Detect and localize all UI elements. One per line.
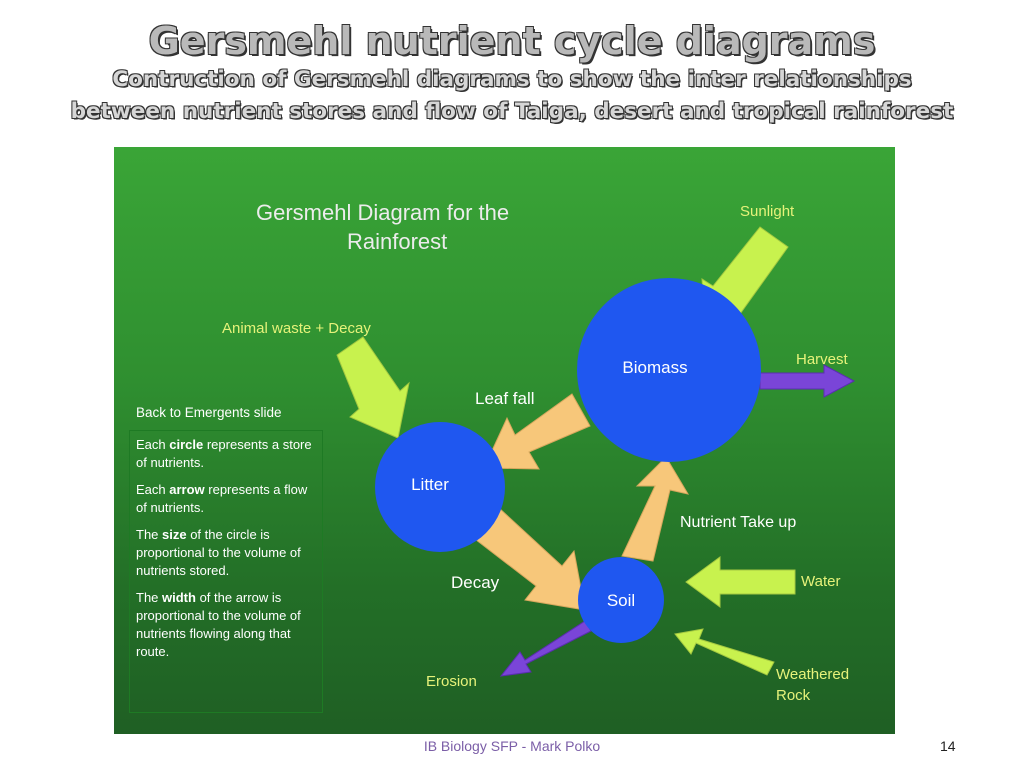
legend-box [129, 430, 323, 713]
back-to-emergents-link[interactable]: Back to Emergents slide [136, 405, 282, 420]
decay-label: Decay [451, 573, 500, 592]
biomass-label: Biomass [622, 358, 687, 377]
diagram-title-line-1: Gersmehl Diagram for the [256, 200, 509, 225]
animal-waste-arrow [336, 336, 410, 439]
slide-title: Gersmehl nutrient cycle diagrams [148, 19, 876, 63]
erosion-label: Erosion [426, 673, 477, 690]
slide-subtitle: Contruction of Gersmehl diagrams to show… [0, 64, 1024, 128]
harvest-label: Harvest [796, 351, 849, 368]
legend-item-arrow: Each arrow represents a flow of nutrient… [136, 482, 308, 515]
slide-subtitle-line-1: Contruction of Gersmehl diagrams to show… [112, 67, 912, 92]
diagram-title-line-2: Rainforest [347, 229, 447, 254]
legend-item-width: The width of the arrow is proportional t… [136, 590, 301, 659]
slide-page-number: 14 [940, 738, 956, 754]
legend-item-size: The size of the circle is proportional t… [136, 527, 301, 578]
gersmehl-diagram-panel: Gersmehl Diagram for the Rainforest Biom… [114, 147, 895, 734]
harvest-arrow [759, 364, 856, 398]
erosion-arrow [499, 620, 592, 677]
soil-store [578, 557, 664, 643]
animal-waste-label: Animal waste + Decay [222, 320, 371, 337]
gersmehl-diagram: Gersmehl Diagram for the Rainforest Biom… [222, 200, 856, 704]
water-arrow [685, 556, 796, 608]
nutrient-take-up-label: Nutrient Take up [680, 514, 796, 531]
biomass-store [577, 278, 761, 462]
weathered-rock-label-line-1: Weathered [776, 666, 849, 683]
leaf-fall-label: Leaf fall [475, 389, 535, 408]
legend-item-circle: Each circle represents a store of nutrie… [136, 437, 312, 470]
litter-label: Litter [411, 475, 449, 494]
soil-label: Soil [607, 591, 635, 610]
decay-arrow [474, 507, 586, 611]
sunlight-label: Sunlight [740, 203, 795, 220]
litter-store [375, 422, 505, 552]
slide-footer: IB Biology SFP - Mark Polko [423, 738, 601, 754]
weathered-rock-label-line-2: Rock [776, 687, 811, 704]
water-label: Water [801, 573, 840, 590]
leaf-fall-arrow [483, 393, 591, 470]
slide-header: Gersmehl nutrient cycle diagrams Contruc… [0, 0, 1024, 128]
nutrient-take-up-arrow [621, 456, 690, 562]
weathered-rock-arrow [674, 628, 775, 676]
slide-subtitle-line-2: between nutrient stores and flow of Taig… [70, 99, 954, 124]
legend-text: Each circle represents a store of nutrie… [136, 436, 316, 670]
